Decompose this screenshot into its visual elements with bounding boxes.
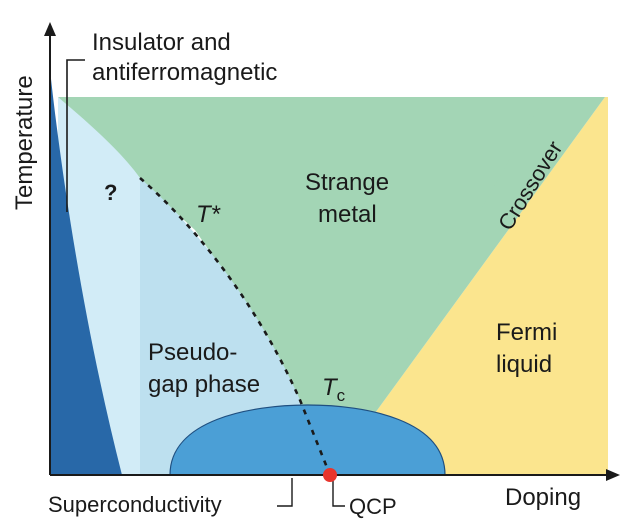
tc-label-sub: c xyxy=(337,386,346,405)
strange-metal-region xyxy=(58,97,545,475)
unknown-region-label: ? xyxy=(104,180,117,205)
insulator-leader-line xyxy=(66,59,85,212)
strange-metal-label-line1: Strange xyxy=(305,169,389,196)
fermi-liquid-label-line1: Fermi xyxy=(496,319,557,346)
x-axis-label: Doping xyxy=(505,484,581,511)
fermi-liquid-label-line2: liquid xyxy=(496,351,552,378)
tc-label-main: T xyxy=(322,374,339,401)
y-axis-arrow-icon xyxy=(44,22,56,36)
fermi-liquid-region xyxy=(330,97,608,475)
tc-label: Tc xyxy=(322,374,346,405)
superconductivity-leader-line xyxy=(277,478,293,507)
superconductivity-label: Superconductivity xyxy=(48,492,222,517)
x-axis-arrow-icon xyxy=(606,469,620,481)
qcp-point xyxy=(323,468,337,482)
pseudogap-label-line2: gap phase xyxy=(148,371,260,398)
insulator-label-line2: antiferromagnetic xyxy=(92,59,277,86)
strange-metal-label-line2: metal xyxy=(318,201,377,228)
t-star-label: T* xyxy=(196,201,221,228)
y-axis-label: Temperature xyxy=(11,75,38,210)
qcp-leader-line xyxy=(332,478,345,507)
crossover-band xyxy=(330,97,605,475)
insulator-label-line1: Insulator and xyxy=(92,29,231,56)
qcp-label: QCP xyxy=(349,494,397,519)
pseudogap-region xyxy=(140,178,330,475)
superconductivity-dome xyxy=(169,404,446,476)
pseudogap-label-line1: Pseudo- xyxy=(148,339,237,366)
antiferromagnetic-region xyxy=(50,70,122,475)
t-star-curve xyxy=(139,177,332,476)
